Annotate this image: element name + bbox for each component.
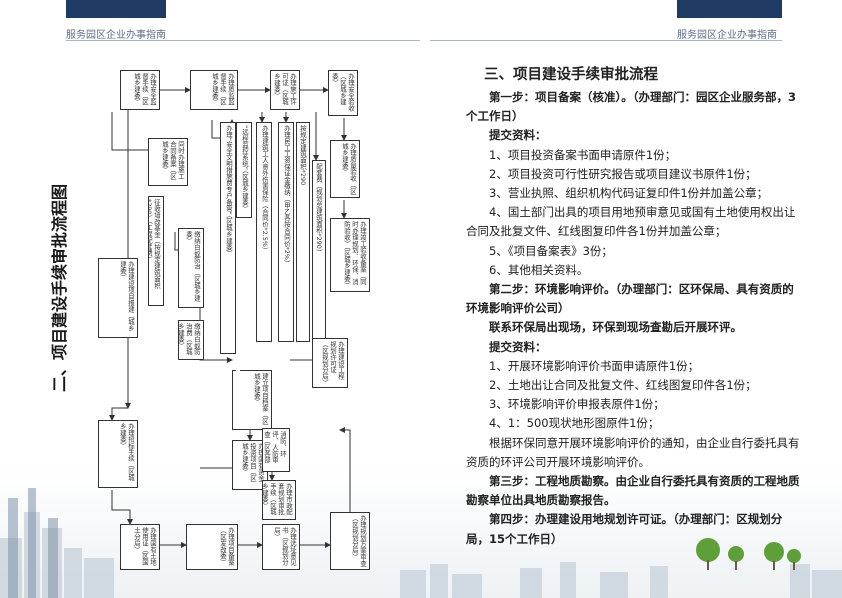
fc-box-bidding: 办理招标手续（区城乡建委）: [98, 420, 138, 488]
fc-box-site-selection: 办理选址意见书（区规划分局）: [262, 524, 300, 570]
fc-box-engineering-permit: 办理建设工程规划许可证（区规划分局）: [312, 338, 348, 388]
step1-title: 第一步：项目备案（核准）。（办理部门：园区企业服务部，3个工作日）: [466, 90, 796, 124]
fc-box-termite-control: 缴纳白蚁防治（区城乡建委）: [178, 228, 204, 308]
header-bar-right: [677, 0, 782, 18]
fc-box-wage-deposit: 办理民工工资保证金缴纳（甲乙各按合同价*2%）: [278, 122, 294, 342]
fc-box-scheme-review: 办理规划方案审查（区规划分局）: [330, 512, 370, 570]
fc-box-wall-reform-fund: 征收墙改基金（按规定建筑面积*290）（工程配套费）: [148, 196, 164, 306]
fc-box-termite-fee: 缴纳白蚁防治费（区城乡建委）: [178, 320, 204, 360]
step1-item-5: 5、《项目备案表》3份；: [489, 243, 613, 258]
step2-title: 第二步：环境影响评价。（办理部门：区环保局、具有资质的环境影响评价公司）: [466, 282, 794, 316]
trees-decoration: [696, 538, 801, 570]
fc-box-safety-supervision: 办理安全监督手续（区城乡建委）: [120, 70, 160, 110]
fc-box-municipal-planning: 办理市政配套规划审批手续（区城乡建委）: [262, 480, 296, 520]
fc-box-safety-acceptance: 办理安全验收（区城乡建委）: [328, 70, 358, 116]
flowchart-title: 二、项目建设手续审批流程图: [50, 183, 69, 392]
step2-note: 联系环保局出现场，环保到现场查勘后开展环评。: [489, 320, 742, 335]
step1-item-1: 1、项目投资备案书面申请原件1份；: [489, 147, 677, 162]
step4-title: 第四步：办理建设用地规划许可证。（办理部门：区规划分局，15个工作日）: [466, 512, 783, 546]
fc-box-supporting-fee: 配套费（规划总建筑面积*290）: [312, 160, 326, 342]
step2-item-4: 4、1：500现状地形图原件1份；: [489, 416, 660, 431]
fc-box-land-planning-permit: 办理用地规划许可证（区规划分局）: [236, 370, 240, 374]
header-bar-left: [66, 0, 166, 18]
header-rule-right: [430, 40, 782, 41]
fc-box-quality-acceptance: 办理质量验收（区城乡建委）: [330, 140, 360, 198]
fc-box-project-registration: 办理建设项目报建（城乡建委）: [98, 258, 138, 338]
fc-box-quality-supervision: 办理质监监督手续（区城乡建委）: [190, 70, 238, 110]
fc-box-fire-env-defense: 消防、环评、人防审查（区各部门）: [262, 428, 290, 472]
step2-item-1: 1、开展环境影响评价书面申请原件1份；: [489, 358, 700, 373]
step1-label: 提交资料：: [489, 128, 547, 143]
step1-item-6: 6、其他相关资料。: [489, 262, 589, 277]
fc-box-construction-permit: 办理施工许可证（区城乡建委）: [270, 70, 300, 110]
header-rule-left: [66, 40, 420, 41]
fc-box-floor-area: 按规定建筑面积*290: [296, 122, 310, 342]
fc-box-project-filing: 办理项目备案（区发改委）: [186, 524, 238, 570]
step2-after: 根据环保同意开展环境影响评价的通知，由企业自行委托具有资质的环评公司开展环境影响…: [466, 435, 800, 469]
step3-title: 第三步：工程地质勘察。由企业自行委托具有资质的工程地质勘察单位出具地质勘察报告。: [466, 474, 800, 508]
fc-box-safety-fee-account: 办理“安全文明措施费专户备管”（区城乡建委）: [220, 122, 236, 354]
skyline-decoration: [0, 488, 842, 598]
fc-box-completion-filing: 办理竣工验收备案（同时办理规划、环保、消防验收）（区城乡建委）: [330, 218, 370, 292]
step2-item-2: 2、土地出让合同及批复文件、红线图复印件各1份；: [489, 378, 757, 393]
step1-item-4: 4、国土部门出具的项目用地预审意见或国有土地使用权出让合同及批复文件、红线图复印…: [466, 205, 796, 239]
header-label-left: 服务园区企业办事指南: [66, 30, 166, 41]
procedure-text: 三、项目建设手续审批流程 第一步：项目备案（核准）。（办理部门：园区企业服务部，…: [466, 64, 802, 549]
fc-box-worker-insurance: 办理建筑工人意外伤害保险（合同价*2.5%）: [256, 122, 272, 342]
step2-label: 提交资料：: [489, 339, 547, 354]
fc-box-contract-filing: 同时办理施工合同备案（区城乡建委）: [148, 138, 188, 186]
step1-item-2: 2、项目投资可行性研究报告或项目建议书原件1份；: [489, 166, 757, 181]
section-title: 三、项目建设手续审批流程: [484, 67, 658, 83]
fc-box-remote-monitoring: “远程监控系统”（区城乡建委）: [236, 122, 252, 218]
header-label-right: 服务园区企业办事指南: [677, 30, 777, 41]
step2-item-3: 3、环境影响评价申报表原件1份；: [489, 397, 665, 412]
step1-item-3: 3、营业执照、组织机构代码证复印件1份并加盖公章；: [489, 186, 769, 201]
fc-box-project-archive: 建立项目档案（区城乡建委）: [232, 370, 272, 430]
fc-box-land-certificate: 办理国有土地使用证（区国土分局）: [120, 524, 160, 570]
